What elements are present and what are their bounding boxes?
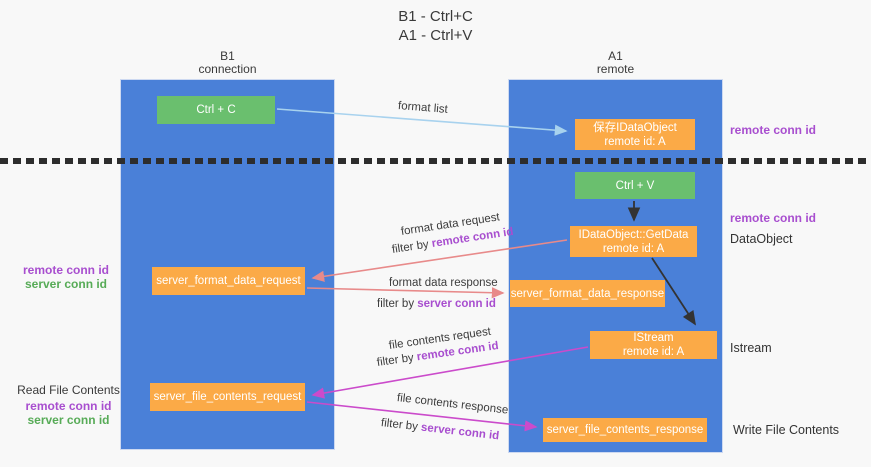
server-file-contents-response-label: server_file_contents_response <box>546 424 704 436</box>
format-data-response-arrow-label: format data response <box>389 277 498 289</box>
remote-conn-id-note: remote conn id <box>22 263 109 277</box>
getdata-line2: remote id: A <box>602 242 665 255</box>
left-conn-id-note-bottom: Read File Contents remote conn id server… <box>16 383 121 427</box>
title-line-1: B1 - Ctrl+C <box>398 8 473 25</box>
server-format-data-request-label: server_format_data_request <box>156 275 301 287</box>
saved-idataobject-box: 保存IDataObject remote id: A <box>575 119 695 150</box>
ctrl-v-box: Ctrl + V <box>575 172 695 199</box>
server-file-contents-response-box: server_file_contents_response <box>543 418 707 442</box>
istream-line2: remote id: A <box>622 346 685 358</box>
istream-annotation: Istream <box>730 341 772 355</box>
lifeline-b1-name: B1 <box>220 49 235 63</box>
lifeline-header-b1: B1 connection <box>120 50 335 76</box>
file-contents-response-filter-label: filter by server conn id <box>380 417 499 442</box>
server-format-data-request-box: server_format_data_request <box>152 267 305 295</box>
diagram-title: B1 - Ctrl+C A1 - Ctrl+V <box>0 7 871 45</box>
write-file-contents-annotation: Write File Contents <box>733 423 840 437</box>
istream-line1: IStream <box>633 332 674 344</box>
server-conn-id-note: server conn id <box>24 277 108 291</box>
lifeline-a1-name: A1 <box>608 49 623 63</box>
saved-idataobject-line2: remote id: A <box>604 135 666 148</box>
filter-by-prefix: filter by <box>377 298 418 310</box>
filter-by-prefix: filter by <box>380 417 422 434</box>
phase-separator-dashed-line <box>0 158 871 164</box>
server-file-contents-request-label: server_file_contents_request <box>153 391 302 403</box>
istream-box: IStream remote id: A <box>590 331 717 359</box>
idataobject-getdata-box: IDataObject::GetData remote id: A <box>570 226 697 257</box>
filter-by-prefix: filter by <box>391 238 433 256</box>
lifeline-b1-role: connection <box>198 62 257 76</box>
read-file-contents-annotation: Read File Contents <box>17 383 120 397</box>
server-conn-id-highlight: server conn id <box>417 298 496 310</box>
saved-idataobject-line1: 保存IDataObject <box>593 121 677 134</box>
format-list-arrow-label: format list <box>397 100 449 116</box>
ctrl-v-label: Ctrl + V <box>615 179 655 192</box>
server-format-data-response-label: server_format_data_response <box>510 287 665 300</box>
lifeline-a1-role: remote <box>596 62 635 76</box>
ctrl-c-box: Ctrl + C <box>157 96 275 124</box>
remote-conn-id-annotation-mid: remote conn id <box>730 211 817 225</box>
left-conn-id-note-mid: remote conn id server conn id <box>16 263 116 291</box>
remote-conn-id-note: remote conn id <box>25 399 112 413</box>
file-contents-response-arrow-label: file contents response <box>396 392 509 417</box>
dataobject-annotation: DataObject <box>730 232 793 246</box>
filter-by-prefix: filter by <box>376 351 418 369</box>
getdata-line1: IDataObject::GetData <box>578 228 689 241</box>
format-data-response-filter-label: filter by server conn id <box>377 298 496 310</box>
remote-conn-id-annotation-top: remote conn id <box>730 123 817 137</box>
ctrl-c-label: Ctrl + C <box>196 104 236 116</box>
lifeline-header-a1: A1 remote <box>508 50 723 76</box>
server-file-contents-request-box: server_file_contents_request <box>150 383 305 411</box>
server-conn-id-note: server conn id <box>27 413 110 427</box>
title-line-2: A1 - Ctrl+V <box>398 27 473 44</box>
server-format-data-response-box: server_format_data_response <box>510 280 665 307</box>
server-conn-id-highlight: server conn id <box>420 421 500 443</box>
